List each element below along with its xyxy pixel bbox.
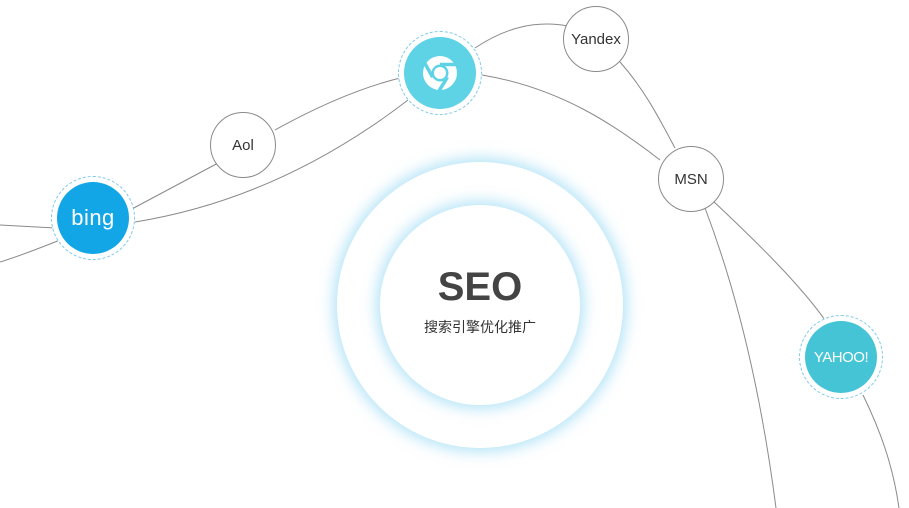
yandex-label: Yandex — [571, 30, 621, 48]
seo-title: SEO — [437, 265, 523, 309]
bing-logo: bing — [57, 182, 129, 254]
connector-left-bottom — [0, 239, 61, 263]
yandex-node: Yandex — [563, 6, 629, 72]
connector-bing-chrome — [134, 99, 409, 223]
yahoo-node: YAHOO! — [799, 315, 883, 399]
bing-node: bing — [51, 176, 135, 260]
seo-subtitle: 搜索引擎优化推广 — [424, 319, 536, 335]
connector-bing-aol — [129, 161, 221, 211]
chrome-glyph — [423, 56, 457, 92]
chrome-node — [398, 31, 482, 115]
yahoo-label: YAHOO! — [813, 348, 869, 366]
connector-aol-chrome — [274, 77, 401, 131]
aol-label: Aol — [232, 136, 254, 154]
chrome-icon — [404, 37, 476, 109]
connector-msn-down — [704, 207, 777, 508]
aol-node: Aol — [210, 112, 276, 178]
connector-yahoo-down — [862, 394, 900, 508]
connector-chrome-msn — [481, 74, 661, 161]
bing-label: bing — [71, 205, 115, 230]
yahoo-logo: YAHOO! — [805, 321, 877, 393]
connector-msn-yahoo — [711, 199, 826, 321]
connector-chrome-yandex — [474, 23, 569, 49]
seo-center-circle: SEO 搜索引擎优化推广 — [380, 205, 580, 405]
msn-node: MSN — [658, 146, 724, 212]
msn-label: MSN — [674, 170, 708, 188]
connector-yandex-msn — [619, 61, 676, 149]
connector-left-top — [0, 224, 56, 229]
